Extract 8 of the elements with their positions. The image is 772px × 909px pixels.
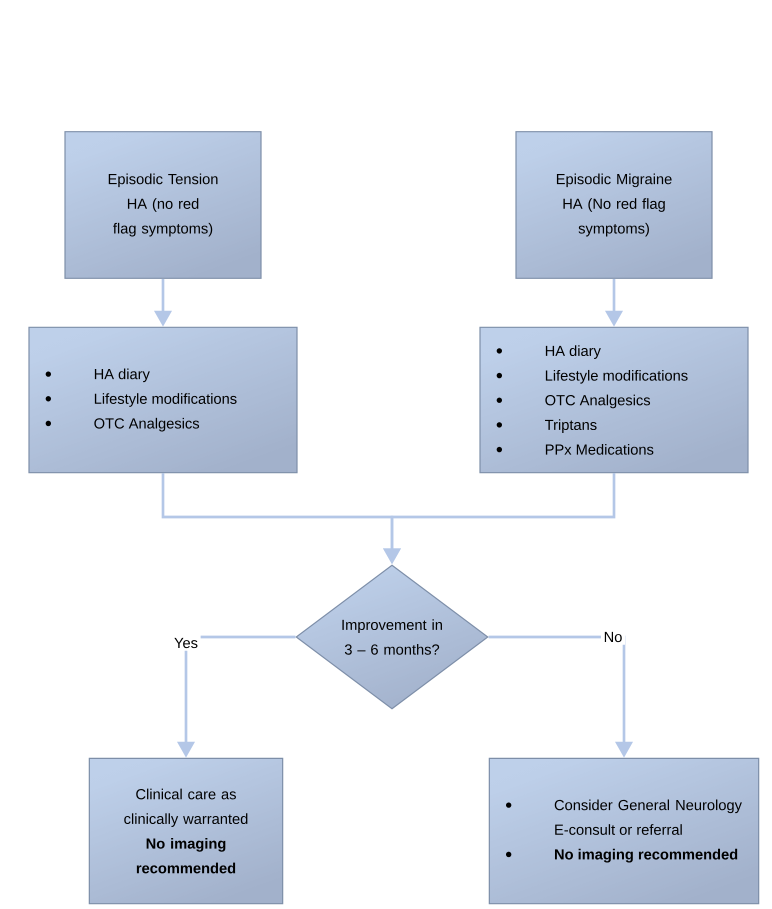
process-box: HA diary Lifestyle modifications OTC Analgesics Triptans PPx Medications — [479, 326, 749, 474]
process-box: HA diary Lifestyle modifications OTC Analgesics — [28, 326, 298, 474]
edge-label: No — [600, 629, 626, 645]
edge-label: Yes — [171, 635, 201, 651]
process-box: Consider General Neurology E-consult or referral No imaging recommended — [488, 758, 760, 904]
process-box: Clinical care as clinically warranted No imaging recommended — [88, 758, 284, 904]
process-box: Episodic Migraine HA (No red flag symptoms) — [515, 131, 713, 279]
process-box: Episodic Tension HA (no red flag symptoms) — [64, 131, 262, 279]
